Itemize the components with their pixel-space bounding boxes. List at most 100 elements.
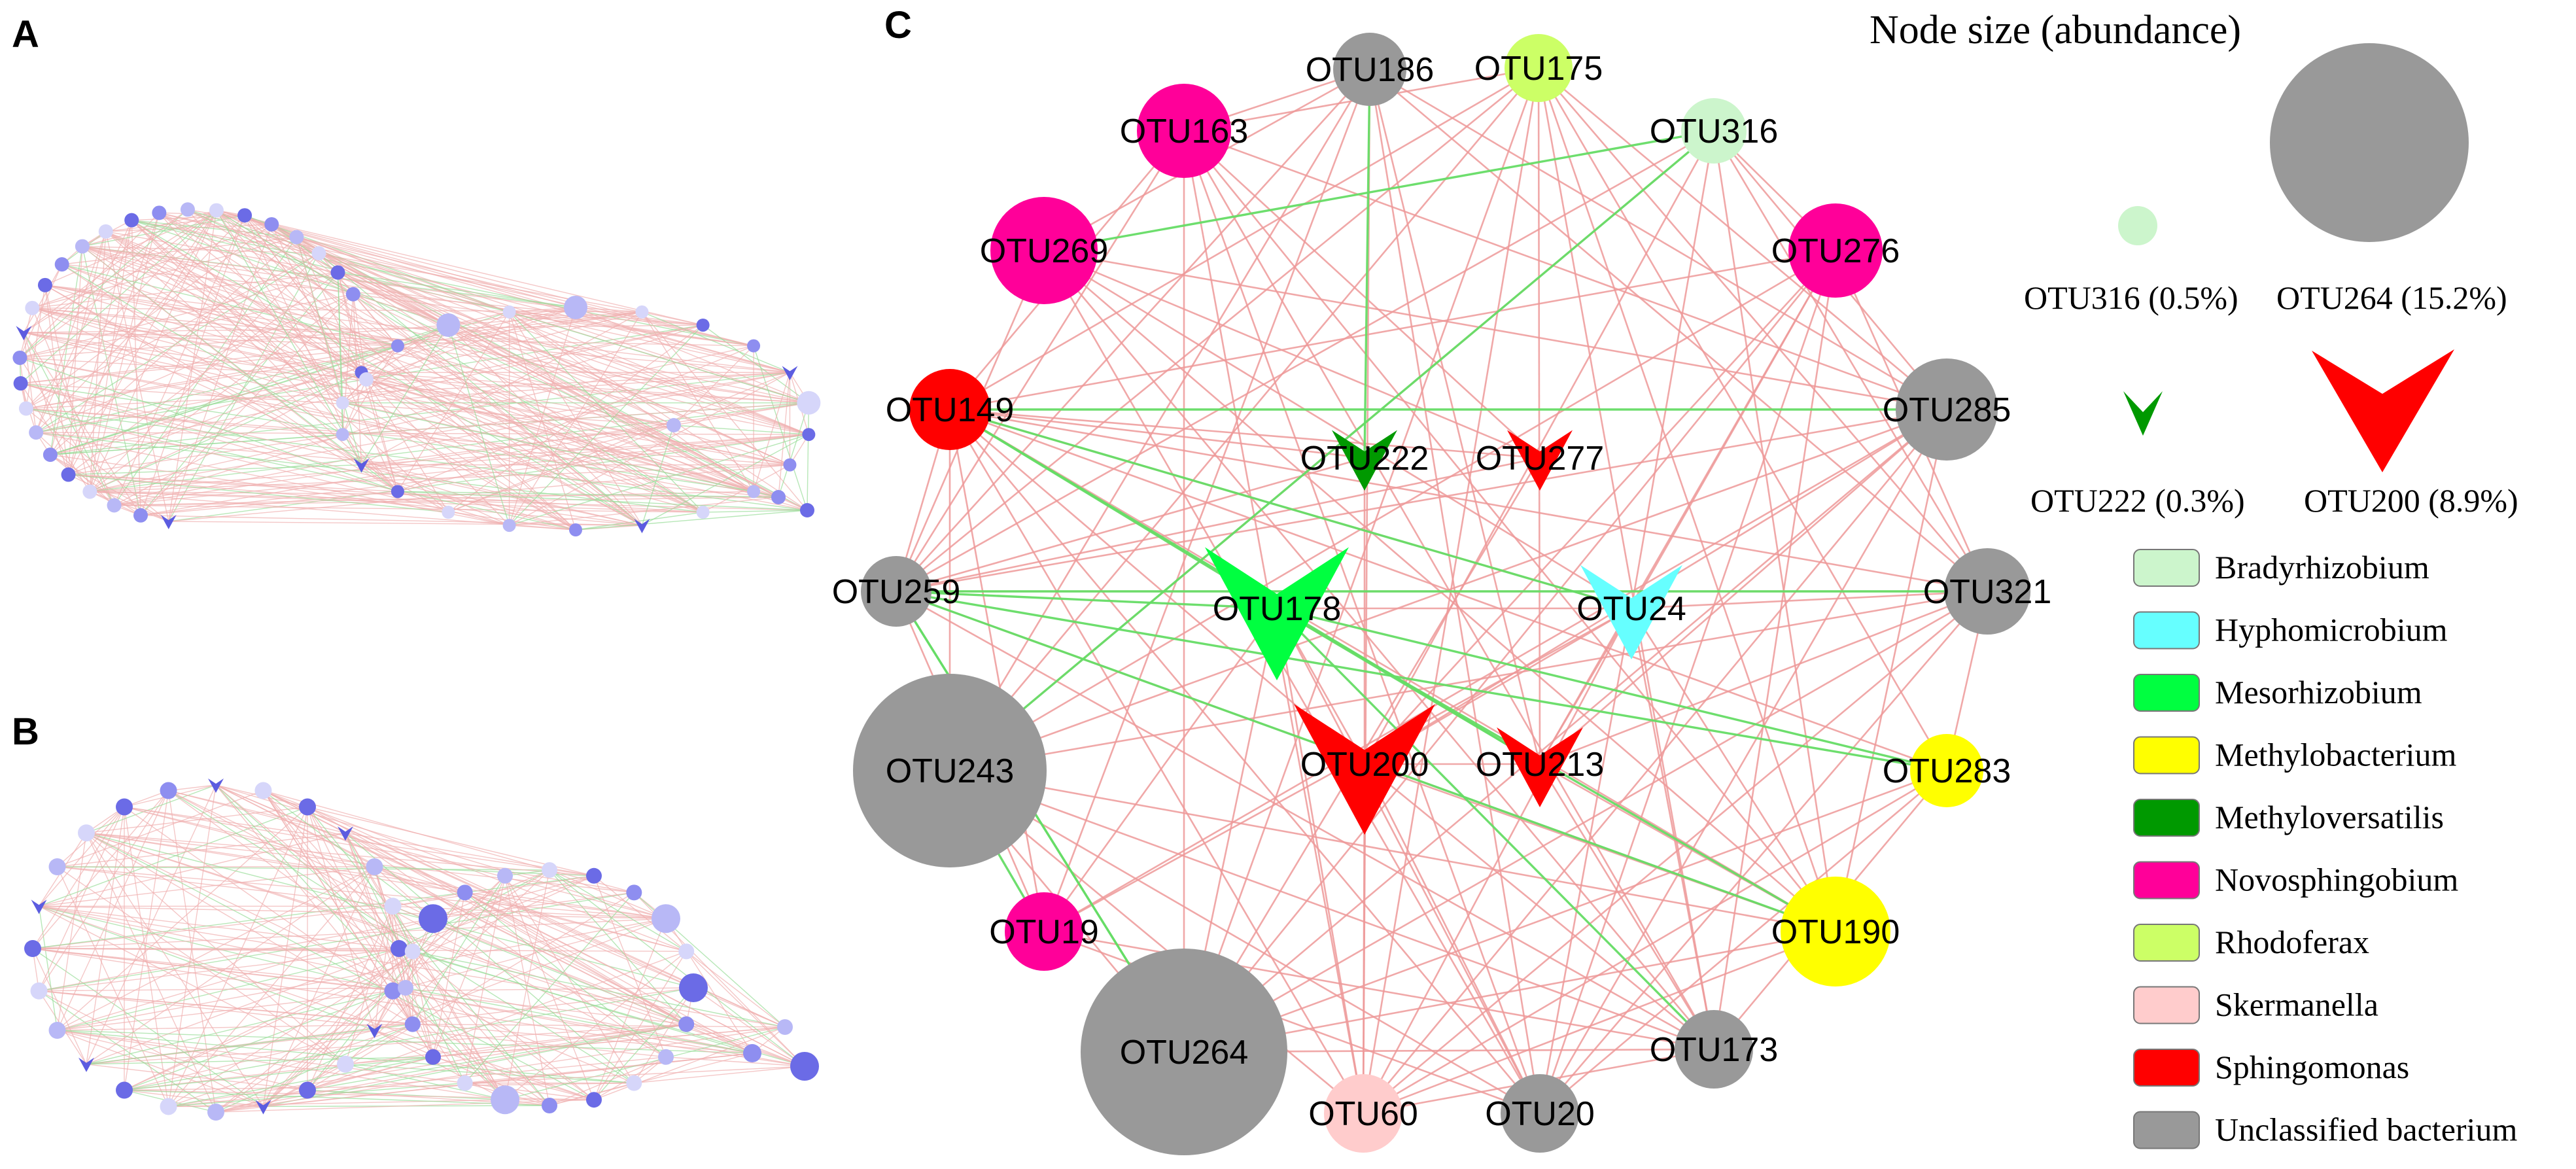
thumbnail-edge <box>20 357 398 492</box>
thumbnail-node <box>425 1049 442 1065</box>
thumbnail-edge <box>244 215 338 273</box>
thumbnail-node <box>569 523 582 536</box>
thumbnail-edge <box>215 784 413 952</box>
positive-edge <box>1043 69 1371 932</box>
thumbnail-edge <box>215 784 694 988</box>
thumbnail-node <box>43 447 58 462</box>
thumbnail-edge <box>509 311 808 511</box>
positive-edge <box>896 590 1714 1051</box>
thumbnail-arrow-node <box>366 1024 383 1038</box>
thumbnail-edge <box>509 525 576 531</box>
thumbnail-edge <box>114 504 703 513</box>
thumbnail-node <box>442 506 455 519</box>
thumbnail-edge <box>432 1023 687 1058</box>
positive-edge <box>1539 608 1633 765</box>
thumbnail-edge <box>318 253 642 526</box>
thumbnail-edge <box>57 866 346 1065</box>
thumbnail-edge <box>39 905 595 1100</box>
positive-edge <box>895 130 1185 592</box>
thumbnail-edge <box>397 311 510 492</box>
thumbnail-edge <box>32 948 406 988</box>
thumbnail-edge <box>24 332 674 426</box>
thumbnail-edge <box>338 271 449 326</box>
thumbnail-node <box>635 305 649 319</box>
thumbnail-edge <box>39 832 346 907</box>
thumbnail-edge <box>26 345 398 410</box>
positive-edge <box>1363 930 1836 1115</box>
thumbnail-edge <box>296 237 343 403</box>
thumbnail-edge <box>39 905 753 1054</box>
thumbnail-edge <box>57 1030 753 1054</box>
thumbnail-edge <box>57 790 264 867</box>
thumbnail-edge <box>342 379 367 435</box>
legend-swatch <box>2133 674 2200 712</box>
thumbnail-edge <box>86 866 375 1065</box>
positive-edge <box>1043 408 1947 933</box>
thumbnail-edge <box>86 832 635 894</box>
node-circle <box>1896 358 1998 461</box>
thumbnail-node <box>133 508 148 523</box>
thumbnail-edge <box>39 987 406 992</box>
thumbnail-node <box>564 296 587 319</box>
thumbnail-node <box>457 1075 473 1091</box>
thumbnail-node <box>790 1052 819 1081</box>
positive-edge <box>896 69 1370 592</box>
thumbnail-edge <box>366 324 449 380</box>
positive-edge <box>949 69 1371 771</box>
thumbnail-edge <box>32 790 169 949</box>
thumbnail-edge <box>216 209 703 326</box>
node-circle <box>853 674 1047 867</box>
thumbnail-edge <box>641 311 808 511</box>
thumbnail-edge <box>131 219 297 238</box>
thumbnail-edge <box>633 987 694 1083</box>
thumbnail-edge <box>342 402 779 498</box>
positive-edge <box>949 769 1540 1115</box>
node-label: OTU19 <box>989 913 1099 951</box>
thumbnail-edge <box>216 210 343 404</box>
thumbnail-edge <box>168 1099 506 1108</box>
thumbnail-node <box>209 203 224 218</box>
thumbnail-edge <box>397 345 790 466</box>
node-arrow <box>1497 727 1583 807</box>
thumbnail-edge <box>641 425 674 526</box>
thumbnail-edge <box>412 875 506 1024</box>
thumbnail-edge <box>57 866 375 1031</box>
thumbnail-edge <box>686 1023 805 1067</box>
thumbnail-node <box>289 230 304 245</box>
thumbnail-arrow-node <box>78 1057 95 1072</box>
node-circle <box>1324 1074 1402 1153</box>
thumbnail-edge <box>703 464 790 513</box>
thumbnail-edge <box>593 1026 786 1100</box>
thumbnail-edge <box>20 357 779 498</box>
thumbnail-edge <box>57 1030 506 1100</box>
thumbnail-edge <box>353 294 367 380</box>
thumbnail-edge <box>665 1056 805 1067</box>
positive-edge <box>896 130 1714 593</box>
thumbnail-node <box>25 300 40 315</box>
node-circle <box>990 197 1098 304</box>
node-label: OTU277 <box>1476 440 1605 478</box>
thumbnail-edge <box>114 324 449 506</box>
node-label: OTU163 <box>1120 113 1249 150</box>
node-circle <box>1505 34 1573 102</box>
thumbnail-edge <box>374 866 434 1058</box>
network-node-otu175: OTU175 <box>1474 34 1603 102</box>
node-circle <box>1675 1010 1753 1089</box>
positive-edge <box>1538 67 1947 410</box>
network-node-otu283: OTU283 <box>1883 734 2011 807</box>
thumbnail-edge <box>44 285 91 492</box>
legend-taxon-label: Rhodoferax <box>2215 924 2369 960</box>
thumbnail-node <box>311 246 326 261</box>
legend-small-circle <box>2118 206 2157 245</box>
positive-edge <box>1183 130 1837 932</box>
node-label: OTU316 <box>1650 113 1779 150</box>
thumbnail-edge <box>39 807 125 907</box>
thumbnail-node <box>152 205 167 220</box>
thumbnail-edge <box>807 402 810 511</box>
thumbnail-edge <box>68 474 449 513</box>
thumbnail-arrow-node <box>782 366 798 381</box>
thumbnail-edge <box>57 1030 308 1091</box>
network-node-otu222: OTU222 <box>1300 430 1429 491</box>
node-label: OTU222 <box>1300 440 1429 478</box>
